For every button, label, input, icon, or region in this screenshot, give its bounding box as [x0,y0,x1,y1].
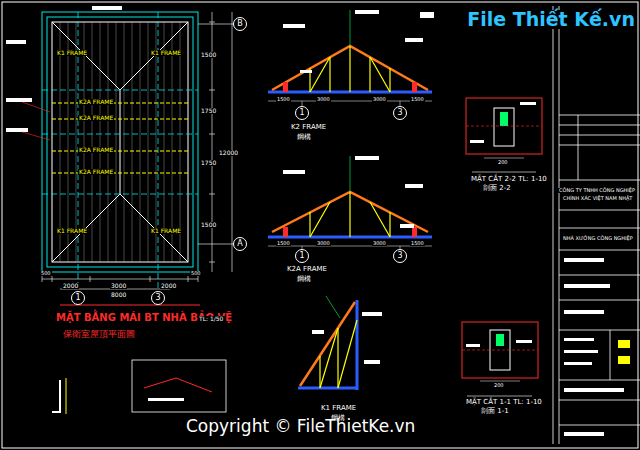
drawing-label: 剖面 1-1 [480,408,510,415]
drawing-label: 剖面 2-2 [482,185,512,192]
drawing-label: CÔNG TY TNHH CÔNG NGHIỆP [558,188,636,193]
axis-number: 3 [397,109,402,117]
axis-bubble: B [233,17,247,31]
drawing-label: K2A FRAME [286,266,328,273]
drawing-label: 12000 [218,150,239,156]
drawing-label: 1500 [410,97,425,102]
axis-number: 1 [299,252,304,260]
drawing-label: K2A FRAME [78,115,114,121]
drawing-label: 500 [190,271,202,276]
drawing-label: 500 [40,271,52,276]
drawing-label: 200 [497,160,509,165]
drawing-label: 1500 [200,52,217,58]
axis-bubble: 3 [151,291,165,305]
drawing-label: 3000 [110,283,127,289]
drawing-label: K1 FRAME [150,228,182,234]
drawing-label: 鋼構 [296,276,312,283]
axis-bubble: 1 [295,249,309,263]
drawing-label: TL: 1/50 [198,316,224,322]
drawing-label: 3000 [372,97,387,102]
drawing-label: 1750 [200,160,217,166]
drawing-label: 1750 [200,108,217,114]
axis-number: 1 [75,294,80,302]
drawing-label: 1500 [276,97,291,102]
axis-number: A [237,240,242,248]
drawing-label: 8000 [110,292,127,298]
axis-bubble: 3 [393,106,407,120]
drawing-label: NHÀ XƯỞNG CÔNG NGHIỆP [562,236,634,241]
axis-number: B [237,20,243,28]
drawing-label: MẶT CẮT 1-1 TL: 1-10 [465,399,543,406]
drawing-label: 200 [493,383,505,388]
axis-bubble: A [233,237,247,251]
drawing-label: K1 FRAME [150,50,182,56]
axis-number: 3 [155,294,160,302]
drawing-label: 鋼構 [296,134,312,141]
drawing-label: 1500 [410,241,425,246]
drawing-label: CHÍNH XÁC VIỆT NAM NHẬT [562,196,633,201]
drawing-label: 1500 [200,222,217,228]
axis-bubble: 1 [295,106,309,120]
drawing-label: 2000 [62,283,79,289]
axis-number: 3 [397,252,402,260]
drawing-label: 1500 [276,241,291,246]
drawing-label: 3000 [372,241,387,246]
axis-bubble: 1 [71,291,85,305]
drawing-label: K1 FRAME [56,50,88,56]
drawing-label: K2 FRAME [290,124,327,131]
drawing-label: 保衛室屋頂平面圖 [62,330,136,339]
drawing-label: K2A FRAME [78,99,114,105]
watermark: Copyright © FileThietKe.vn [185,418,416,435]
drawing-label: 2000 [160,283,177,289]
drawing-label: 3000 [316,241,331,246]
drawing-label: K2A FRAME [78,169,114,175]
drawing-label: MẶT CẮT 2-2 TL: 1-10 [470,176,548,183]
drawing-label: K1 FRAME [56,228,88,234]
drawing-label: K1 FRAME [320,405,357,412]
drawing-label: 3000 [316,97,331,102]
axis-bubble: 3 [393,249,407,263]
drawing-label: K2A FRAME [78,147,114,153]
axis-number: 1 [299,109,304,117]
logo-text: File Thiết Kế.vn [466,10,636,29]
